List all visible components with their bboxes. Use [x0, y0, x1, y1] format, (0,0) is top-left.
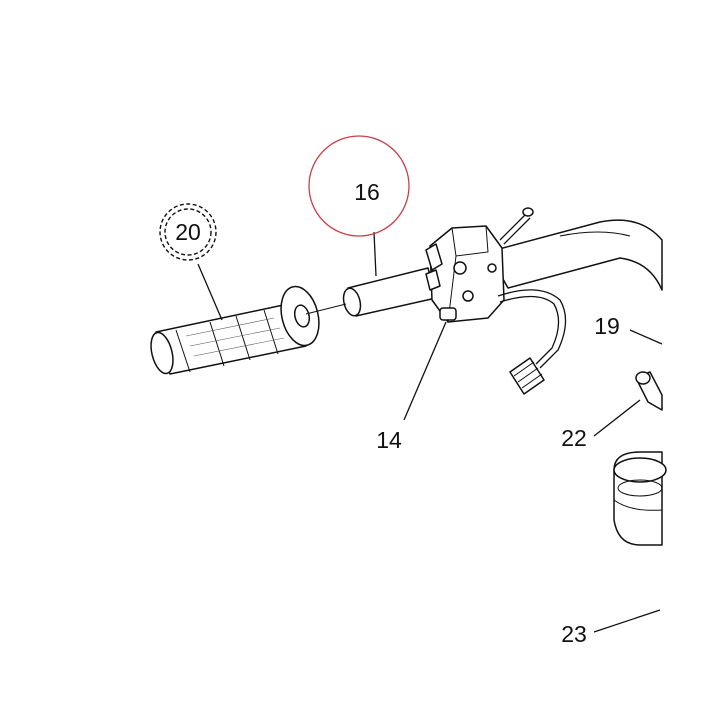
callout-20: 20 [175, 219, 201, 245]
callout-16: 16 [354, 179, 380, 205]
throttle-sleeve [342, 267, 437, 317]
callout-19: 19 [594, 313, 620, 339]
highlight-circle-16 [308, 135, 410, 237]
handlebar [487, 219, 663, 291]
wire-harness [497, 289, 567, 395]
dashed-circle-20 [159, 203, 217, 261]
handlebar-clamp [613, 451, 667, 546]
housing-screw [499, 207, 534, 245]
leader-lines [197, 231, 663, 633]
callout-14: 14 [376, 427, 402, 453]
bolt-22 [635, 371, 663, 411]
callout-22: 22 [561, 425, 587, 451]
switch-housing [425, 225, 505, 323]
callout-23: 23 [561, 621, 587, 647]
hand-grip [150, 285, 320, 375]
